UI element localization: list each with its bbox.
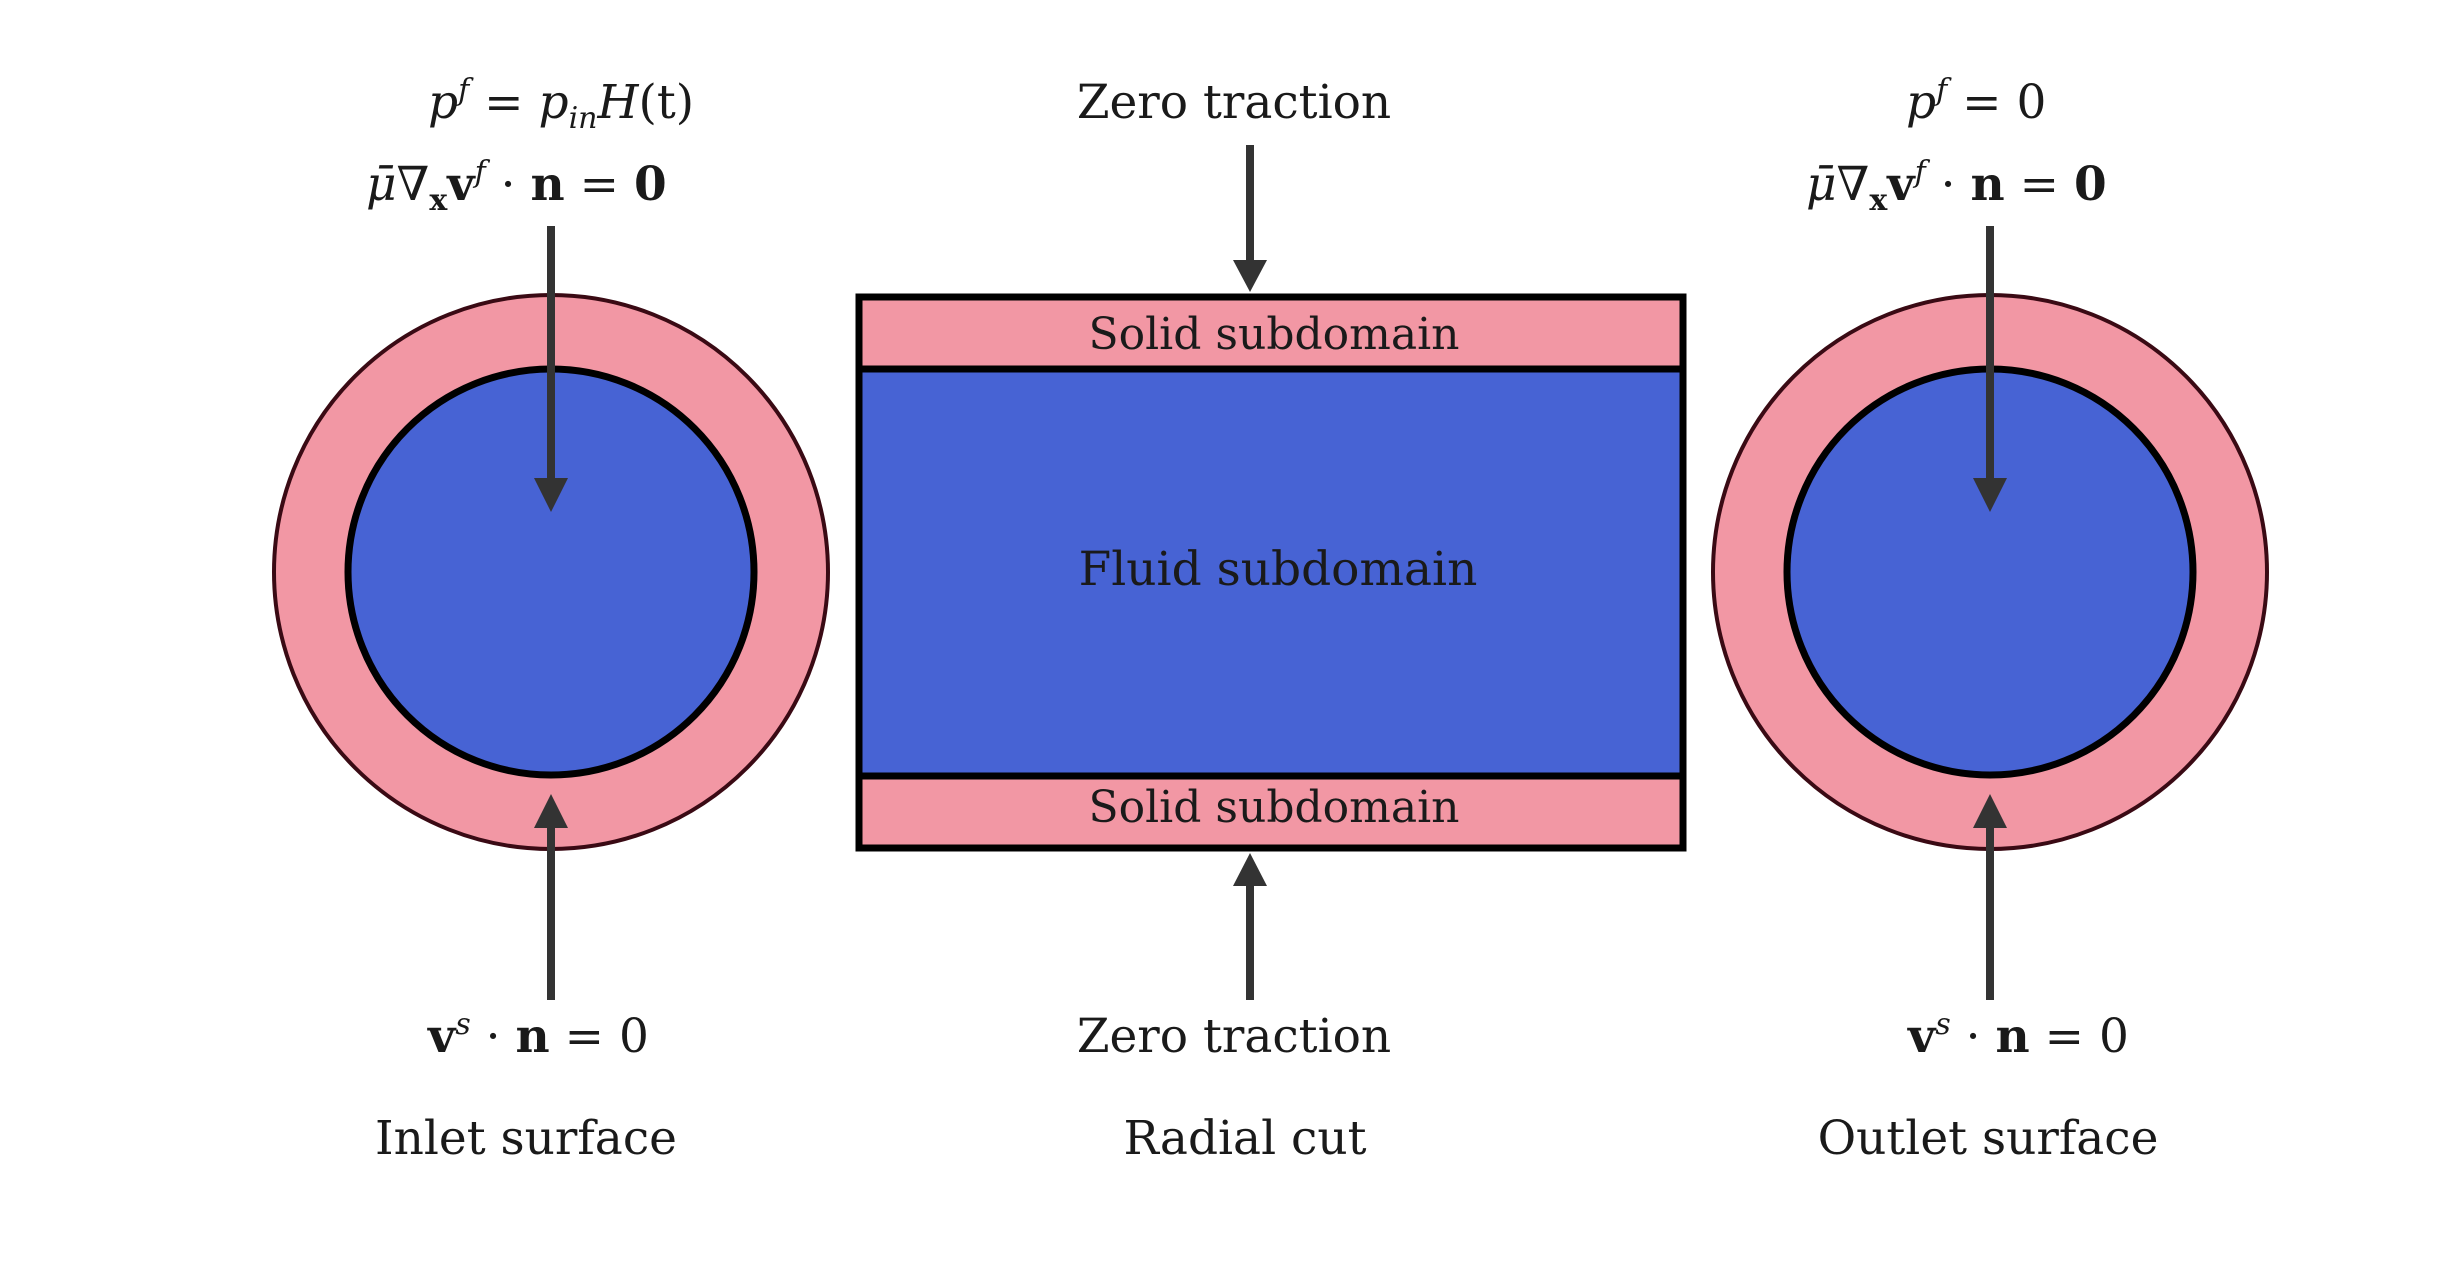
radial-top-traction-label: Zero traction — [1077, 75, 1391, 130]
inlet-caption: Inlet surface — [375, 1111, 677, 1166]
radial-solid-top-label: Solid subdomain — [1088, 309, 1459, 360]
outlet-top-arrow-head — [1973, 478, 2007, 512]
radial-bottom-arrow-head — [1233, 853, 1267, 886]
outlet-caption: Outlet surface — [1818, 1111, 2159, 1166]
outlet-pressure-condition: pf = 0 — [1906, 73, 2046, 130]
radial-fluid — [855, 365, 1687, 780]
inlet-bottom-arrow-head — [534, 794, 568, 828]
radial-cut-group: Solid subdomain Fluid subdomain Solid su… — [855, 75, 1687, 1166]
radial-top-arrow-head — [1233, 260, 1267, 292]
outlet-bottom-arrow-head — [1973, 794, 2007, 828]
radial-solid-bottom — [855, 772, 1687, 852]
inlet-viscous-condition: μ̄∇xvf · n = 0 — [366, 155, 667, 218]
outlet-solid-velocity-condition: vs · n = 0 — [1907, 1007, 2129, 1064]
inlet-group: pf = pinH(t) μ̄∇xvf · n = 0 vs · n = 0 I… — [272, 73, 830, 1166]
radial-solid-bottom-label: Solid subdomain — [1088, 782, 1459, 833]
inlet-top-arrow-head — [534, 478, 568, 512]
inlet-pressure-condition: pf = pinH(t) — [428, 73, 694, 136]
outlet-group: pf = 0 μ̄∇xvf · n = 0 vs · n = 0 Outlet … — [1711, 73, 2269, 1166]
outlet-viscous-condition: μ̄∇xvf · n = 0 — [1806, 155, 2107, 218]
inlet-solid-velocity-condition: vs · n = 0 — [427, 1007, 649, 1064]
radial-caption: Radial cut — [1123, 1111, 1366, 1166]
radial-solid-top — [855, 293, 1687, 373]
radial-fluid-label: Fluid subdomain — [1079, 542, 1478, 597]
radial-bottom-traction-label: Zero traction — [1077, 1009, 1391, 1064]
